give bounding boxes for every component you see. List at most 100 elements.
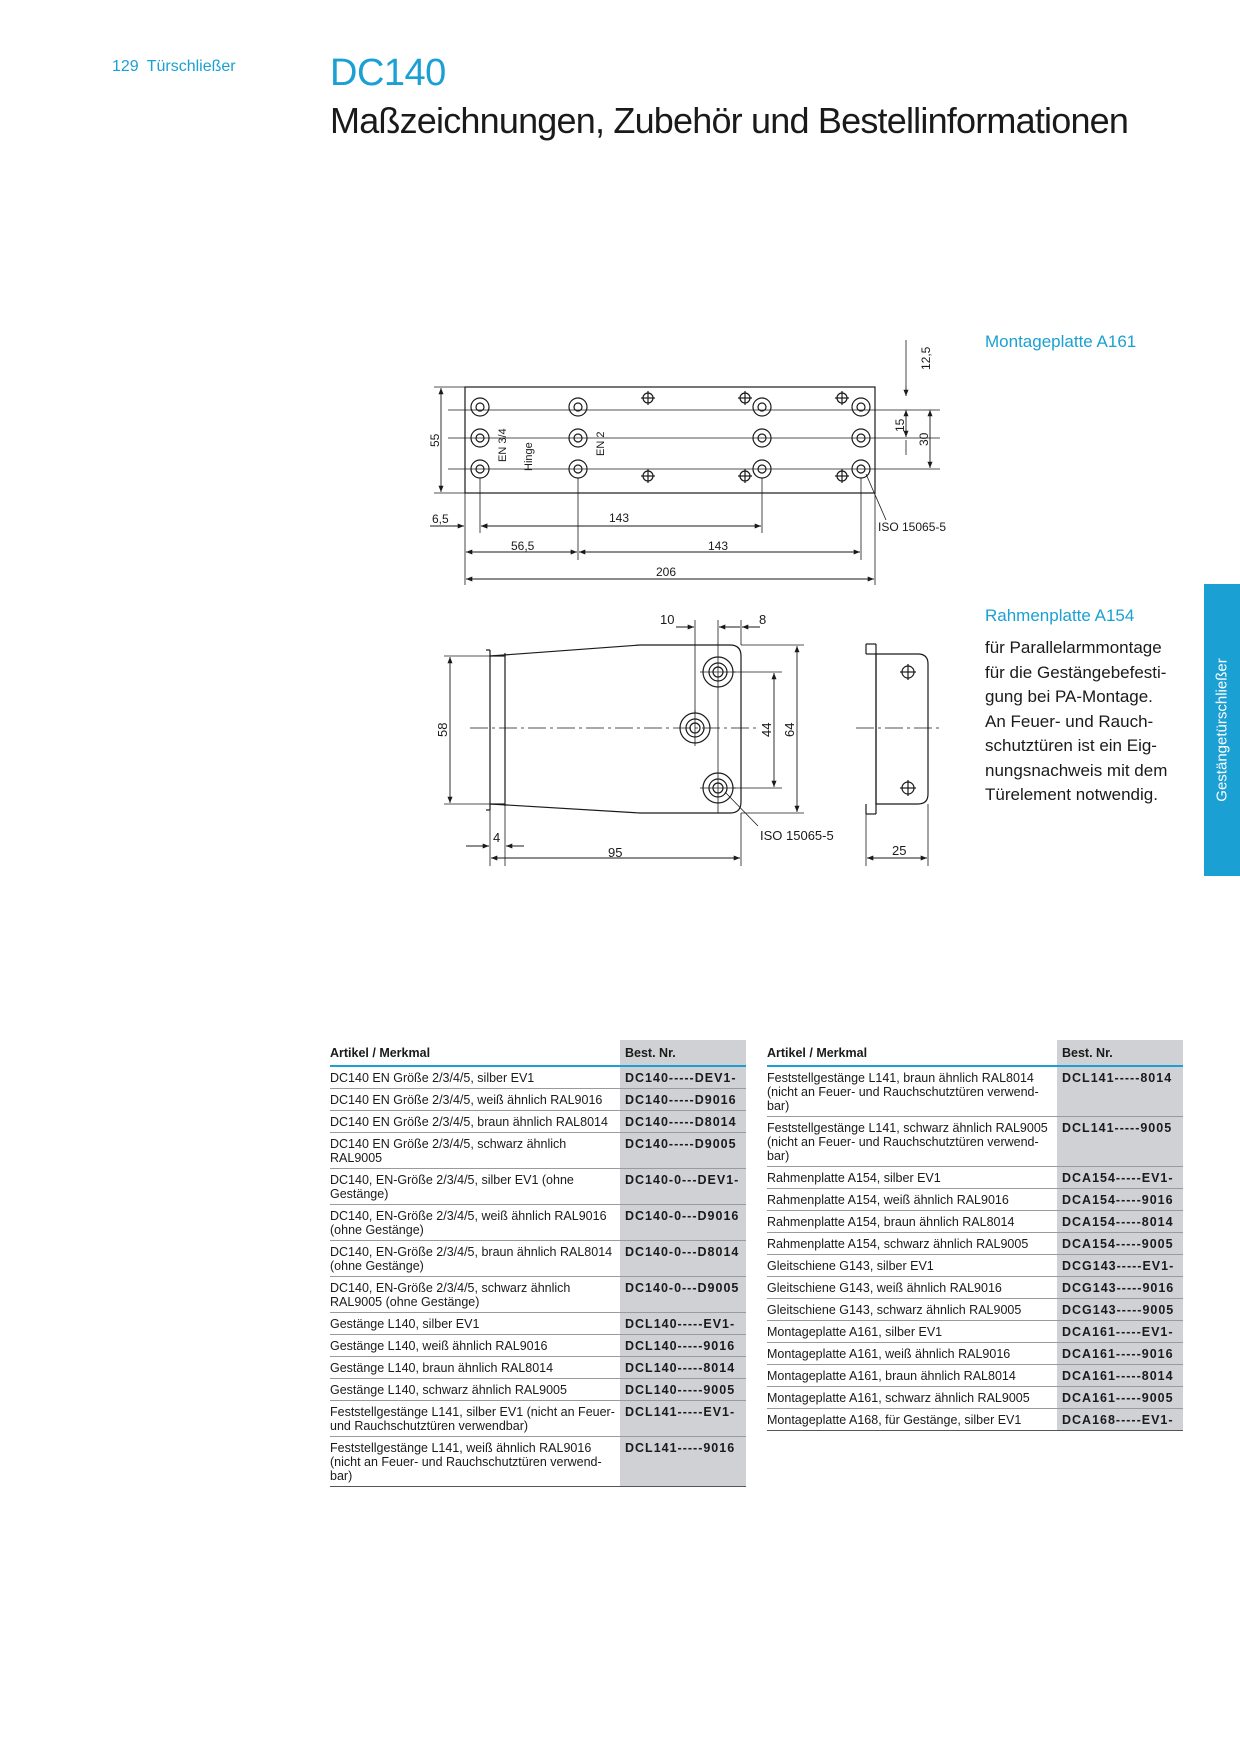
article-cell: DC140, EN-Größe 2/3/4/5, silber EV1 (ohn…	[330, 1168, 620, 1205]
article-cell: Rahmenplatte A154, weiß ähnlich RAL9016	[767, 1188, 1057, 1211]
order-number-cell: DCA168-----EV1-	[1057, 1408, 1183, 1431]
article-cell: DC140 EN Größe 2/3/4/5, schwarz ähnlich …	[330, 1132, 620, 1169]
dim-10: 10	[660, 612, 674, 627]
order-number-cell: DCG143-----9005	[1057, 1298, 1183, 1321]
article-cell: Gestänge L140, silber EV1	[330, 1312, 620, 1335]
order-table-left: Artikel / Merkmal Best. Nr. DC140 EN Grö…	[330, 1040, 746, 1487]
article-cell: Rahmenplatte A154, silber EV1	[767, 1166, 1057, 1189]
model-title: DC140	[330, 52, 446, 94]
dim-143a: 143	[609, 511, 629, 525]
order-number-cell: DCA154-----8014	[1057, 1210, 1183, 1233]
rahmenplatte-description: für Parallelarmmontage für die Gestängeb…	[985, 636, 1185, 808]
order-number-cell: DC140-0---DEV1-	[620, 1168, 746, 1205]
iso-label-1: ISO 15065-5	[878, 520, 946, 534]
desc-line: gung bei PA-Montage.	[985, 687, 1153, 706]
table-row: Rahmenplatte A154, schwarz ähnlich RAL90…	[767, 1232, 1183, 1255]
order-number-cell: DCA154-----9016	[1057, 1188, 1183, 1211]
order-number-cell: DCG143-----EV1-	[1057, 1254, 1183, 1277]
mounting-plate-outline	[464, 386, 876, 494]
side-tab: Gestängetürschließer	[1204, 584, 1240, 876]
article-cell: Montageplatte A161, braun ähnlich RAL801…	[767, 1364, 1057, 1387]
order-number-cell: DC140-----D9016	[620, 1088, 746, 1111]
table-row: Feststellgestänge L141, schwarz ähnlich …	[767, 1116, 1183, 1167]
table-row: DC140, EN-Größe 2/3/4/5, braun ähnlich R…	[330, 1240, 746, 1277]
table-row: DC140 EN Größe 2/3/4/5, weiß ähnlich RAL…	[330, 1088, 746, 1111]
order-number-cell: DCA161-----9016	[1057, 1342, 1183, 1365]
dim-58: 58	[435, 723, 450, 737]
order-number-cell: DCL141-----8014	[1057, 1066, 1183, 1117]
table-row: DC140, EN-Größe 2/3/4/5, weiß ähnlich RA…	[330, 1204, 746, 1241]
frame-plate-outline	[489, 644, 742, 814]
desc-line: nungsnachweis mit dem	[985, 760, 1168, 780]
dim-143b: 143	[708, 539, 728, 553]
article-cell: DC140 EN Größe 2/3/4/5, silber EV1	[330, 1066, 620, 1089]
order-number-cell: DCA154-----9005	[1057, 1232, 1183, 1255]
order-number-cell: DCL141-----9005	[1057, 1116, 1183, 1167]
article-cell: DC140 EN Größe 2/3/4/5, braun ähnlich RA…	[330, 1110, 620, 1133]
article-cell: DC140 EN Größe 2/3/4/5, weiß ähnlich RAL…	[330, 1088, 620, 1111]
order-number-cell: DC140-0---D8014	[620, 1240, 746, 1277]
label-en2: EN 2	[595, 432, 607, 456]
order-number-cell: DCA154-----EV1-	[1057, 1166, 1183, 1189]
order-number-cell: DCA161-----EV1-	[1057, 1320, 1183, 1343]
rahmenplatte-caption: Rahmenplatte A154	[985, 606, 1135, 625]
article-cell: Montageplatte A161, schwarz ähnlich RAL9…	[767, 1386, 1057, 1409]
table-row: Rahmenplatte A154, braun ähnlich RAL8014…	[767, 1210, 1183, 1233]
montageplatte-caption: Montageplatte A161	[985, 332, 1137, 351]
table-row: Montageplatte A161, braun ähnlich RAL801…	[767, 1364, 1183, 1387]
order-number-cell: DCL140-----EV1-	[620, 1312, 746, 1335]
article-cell: Gleitschiene G143, schwarz ähnlich RAL90…	[767, 1298, 1057, 1321]
col-article-header: Artikel / Merkmal	[330, 1040, 620, 1067]
table-row: Feststellgestänge L141, weiß ähnlich RAL…	[330, 1436, 746, 1487]
mounting-holes	[470, 391, 871, 483]
order-number-cell: DC140-0---D9005	[620, 1276, 746, 1313]
article-cell: Feststellgestänge L141, braun ähnlich RA…	[767, 1066, 1057, 1117]
table-header-row: Artikel / Merkmal Best. Nr.	[767, 1040, 1183, 1067]
article-cell: Gestänge L140, weiß ähnlich RAL9016	[330, 1334, 620, 1357]
table-row: Montageplatte A161, weiß ähnlich RAL9016…	[767, 1342, 1183, 1365]
article-cell: Gestänge L140, braun ähnlich RAL8014	[330, 1356, 620, 1379]
dim-95: 95	[608, 845, 622, 860]
article-cell: Montageplatte A168, für Gestänge, silber…	[767, 1408, 1057, 1431]
order-number-cell: DCA161-----9005	[1057, 1386, 1183, 1409]
dim-64: 64	[782, 723, 797, 737]
table-row: DC140 EN Größe 2/3/4/5, schwarz ähnlich …	[330, 1132, 746, 1169]
label-hinge: Hinge	[523, 442, 535, 471]
article-cell: DC140, EN-Größe 2/3/4/5, schwarz ähnlich…	[330, 1276, 620, 1313]
dim-6-5: 6,5	[432, 512, 449, 526]
table-header-row: Artikel / Merkmal Best. Nr.	[330, 1040, 746, 1067]
order-number-cell: DC140-----D9005	[620, 1132, 746, 1169]
table-row: Feststellgestänge L141, braun ähnlich RA…	[767, 1066, 1183, 1117]
order-number-cell: DCL140-----9016	[620, 1334, 746, 1357]
order-number-cell: DC140-----DEV1-	[620, 1066, 746, 1089]
article-cell: Gestänge L140, schwarz ähnlich RAL9005	[330, 1378, 620, 1401]
dim-12-5: 12,5	[919, 346, 933, 370]
desc-line: schutztüren ist ein Eig-	[985, 736, 1157, 755]
dim-15: 15	[893, 418, 907, 432]
order-number-cell: DCA161-----8014	[1057, 1364, 1183, 1387]
col-nr-header: Best. Nr.	[1057, 1040, 1183, 1067]
desc-line: für Parallelarmmontage	[985, 638, 1162, 657]
dim-4: 4	[493, 830, 500, 845]
article-cell: Feststellgestänge L141, silber EV1 (nich…	[330, 1400, 620, 1437]
frame-plate-side-view	[875, 653, 929, 805]
table-row: Montageplatte A161, schwarz ähnlich RAL9…	[767, 1386, 1183, 1409]
desc-line: An Feuer- und Rauch-	[985, 711, 1154, 731]
order-number-cell: DCL141-----EV1-	[620, 1400, 746, 1437]
dim-44: 44	[759, 723, 774, 737]
order-number-cell: DCG143-----9016	[1057, 1276, 1183, 1299]
dim-30: 30	[917, 432, 931, 446]
dim-56-5: 56,5	[511, 539, 535, 553]
iso-label-2: ISO 15065-5	[760, 828, 834, 843]
article-cell: Feststellgestänge L141, schwarz ähnlich …	[767, 1116, 1057, 1167]
desc-line: Türelement notwendig.	[985, 785, 1158, 804]
article-cell: DC140, EN-Größe 2/3/4/5, weiß ähnlich RA…	[330, 1204, 620, 1241]
table-row: DC140, EN-Größe 2/3/4/5, schwarz ähnlich…	[330, 1276, 746, 1313]
